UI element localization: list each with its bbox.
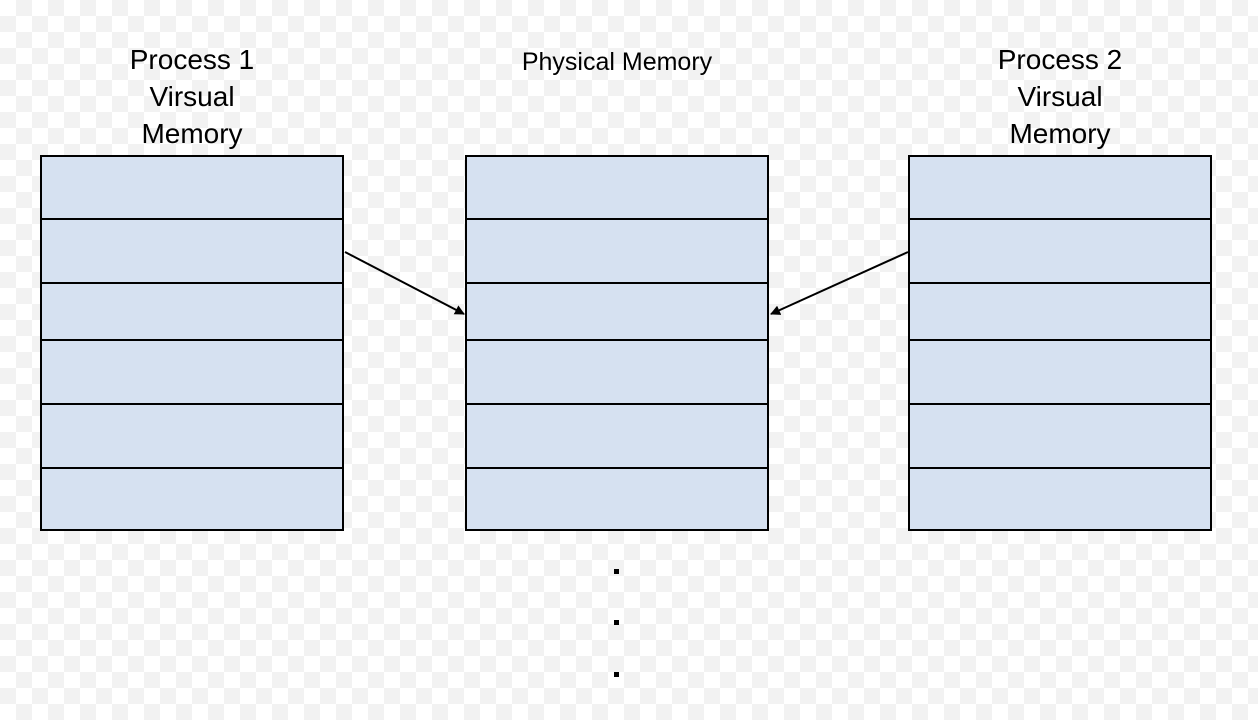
physical-memory-title: Physical Memory — [465, 44, 769, 81]
process-1-title: Process 1 Virsual Memory — [40, 41, 344, 152]
continuation-dot-2 — [614, 620, 619, 625]
process-2-memory-cell — [910, 468, 1210, 529]
process-1-title-line-3: Memory — [141, 118, 243, 149]
process-1-memory-cell — [42, 219, 342, 283]
process-2-cell-divider — [910, 282, 1210, 284]
process-1-cell-divider — [42, 467, 342, 469]
process-2-memory-cell — [910, 219, 1210, 283]
process-1-title-line-1: Process 1 — [129, 44, 255, 75]
process-2-title-line-2: Virsual — [1017, 81, 1103, 112]
process-1-memory-cell — [42, 340, 342, 404]
process-2-cell-divider — [910, 403, 1210, 405]
process-2-memory-cell — [910, 340, 1210, 404]
continuation-dot-3 — [614, 672, 619, 677]
continuation-dot-1 — [614, 569, 619, 574]
physical-cell-divider — [467, 467, 767, 469]
process-2-cell-divider — [910, 339, 1210, 341]
physical-memory-title-text: Physical Memory — [521, 48, 713, 76]
arrow-process-2-to-physical — [770, 251, 909, 315]
process-2-cell-divider — [910, 467, 1210, 469]
physical-cell-divider — [467, 339, 767, 341]
process-1-memory-cell — [42, 404, 342, 468]
process-1-cell-divider — [42, 403, 342, 405]
process-1-title-line-2: Virsual — [149, 81, 235, 112]
process-1-memory-cell — [42, 468, 342, 529]
arrow-process-1-to-physical — [344, 251, 465, 315]
physical-cell-divider — [467, 218, 767, 220]
process-1-memory-cell — [42, 157, 342, 219]
process-2-memory-cell — [910, 404, 1210, 468]
process-1-cell-divider — [42, 218, 342, 220]
physical-memory-cell — [467, 283, 767, 340]
process-2-memory-cell — [910, 283, 1210, 340]
process-2-title: Process 2 Virsual Memory — [908, 41, 1212, 152]
process-2-memory-cell — [910, 157, 1210, 219]
process-2-cell-divider — [910, 218, 1210, 220]
physical-memory-cell — [467, 468, 767, 529]
process-1-cell-divider — [42, 339, 342, 341]
physical-cell-divider — [467, 282, 767, 284]
process-1-memory-block — [40, 155, 344, 531]
physical-memory-cell — [467, 157, 767, 219]
process-2-title-line-3: Memory — [1009, 118, 1111, 149]
process-1-cell-divider — [42, 282, 342, 284]
process-2-memory-block — [908, 155, 1212, 531]
physical-memory-cell — [467, 404, 767, 468]
physical-cell-divider — [467, 403, 767, 405]
physical-memory-cell — [467, 219, 767, 283]
physical-memory-cell — [467, 340, 767, 404]
process-1-memory-cell — [42, 283, 342, 340]
process-2-title-line-1: Process 2 — [997, 44, 1123, 75]
physical-memory-block — [465, 155, 769, 531]
